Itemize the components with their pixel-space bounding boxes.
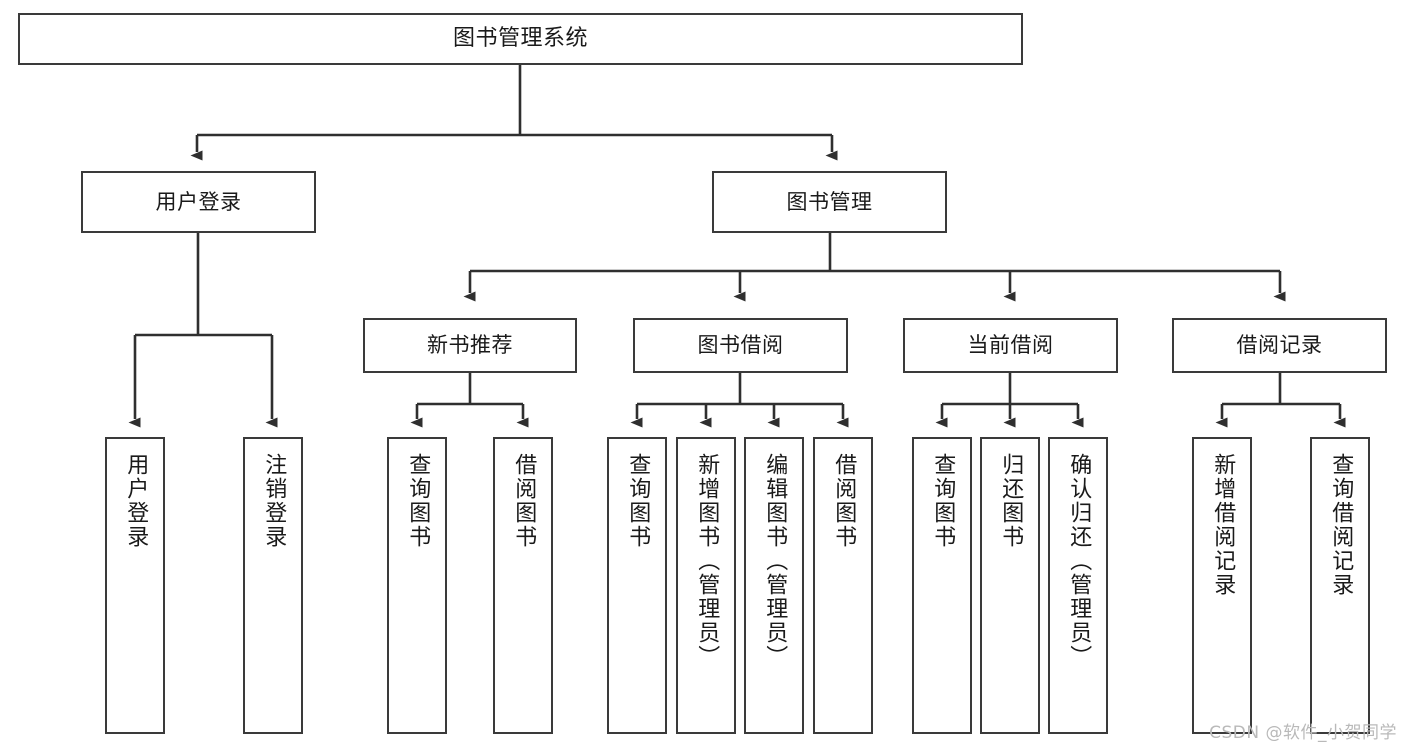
leaf-user-login[interactable]: 用户登录 (105, 437, 165, 734)
node-new-book-recommend[interactable]: 新书推荐 (363, 318, 577, 373)
node-new-book-recommend-label: 新书推荐 (427, 333, 513, 358)
leaf-logout-login-label: 注销登录 (261, 453, 287, 549)
leaf-borrow-book-recommend-label: 借阅图书 (511, 453, 537, 549)
leaf-query-book-recommend-label: 查询图书 (405, 453, 431, 549)
leaf-confirm-return-admin-label: 确认归还（管理员） (1066, 453, 1092, 669)
node-root-label: 图书管理系统 (452, 26, 588, 52)
leaf-query-borrow-record-label: 查询借阅记录 (1328, 453, 1354, 597)
node-root-book-management-system[interactable]: 图书管理系统 (18, 13, 1023, 65)
leaf-add-book-admin[interactable]: 新增图书（管理员） (676, 437, 736, 734)
node-book-management-label: 图书管理 (786, 189, 873, 214)
node-book-borrow[interactable]: 图书借阅 (633, 318, 848, 373)
leaf-query-book-current-label: 查询图书 (930, 453, 956, 549)
node-current-borrow[interactable]: 当前借阅 (903, 318, 1118, 373)
leaf-add-borrow-record-label: 新增借阅记录 (1210, 453, 1236, 597)
leaf-confirm-return-admin[interactable]: 确认归还（管理员） (1048, 437, 1108, 734)
node-borrow-record[interactable]: 借阅记录 (1172, 318, 1387, 373)
node-book-borrow-label: 图书借阅 (697, 333, 784, 358)
leaf-borrow-book-borrow[interactable]: 借阅图书 (813, 437, 873, 734)
node-book-management[interactable]: 图书管理 (712, 171, 947, 233)
leaf-query-borrow-record[interactable]: 查询借阅记录 (1310, 437, 1370, 734)
node-user-login-label: 用户登录 (155, 189, 242, 214)
leaf-logout-login[interactable]: 注销登录 (243, 437, 303, 734)
node-borrow-record-label: 借阅记录 (1236, 333, 1323, 358)
leaf-query-book-current[interactable]: 查询图书 (912, 437, 972, 734)
leaf-user-login-label: 用户登录 (123, 453, 149, 549)
leaf-edit-book-admin-label: 编辑图书（管理员） (762, 453, 788, 669)
leaf-borrow-book-recommend[interactable]: 借阅图书 (493, 437, 553, 734)
leaf-return-book-label: 归还图书 (998, 453, 1024, 549)
leaf-query-book-borrow-label: 查询图书 (625, 453, 651, 549)
leaf-return-book[interactable]: 归还图书 (980, 437, 1040, 734)
leaf-query-book-recommend[interactable]: 查询图书 (387, 437, 447, 734)
leaf-edit-book-admin[interactable]: 编辑图书（管理员） (744, 437, 804, 734)
leaf-add-borrow-record[interactable]: 新增借阅记录 (1192, 437, 1252, 734)
node-user-login[interactable]: 用户登录 (81, 171, 316, 233)
csdn-watermark: CSDN @软件_小贺同学 (1209, 723, 1397, 743)
leaf-query-book-borrow[interactable]: 查询图书 (607, 437, 667, 734)
leaf-add-book-admin-label: 新增图书（管理员） (694, 453, 720, 669)
leaf-borrow-book-borrow-label: 借阅图书 (831, 453, 857, 549)
node-current-borrow-label: 当前借阅 (967, 333, 1054, 358)
